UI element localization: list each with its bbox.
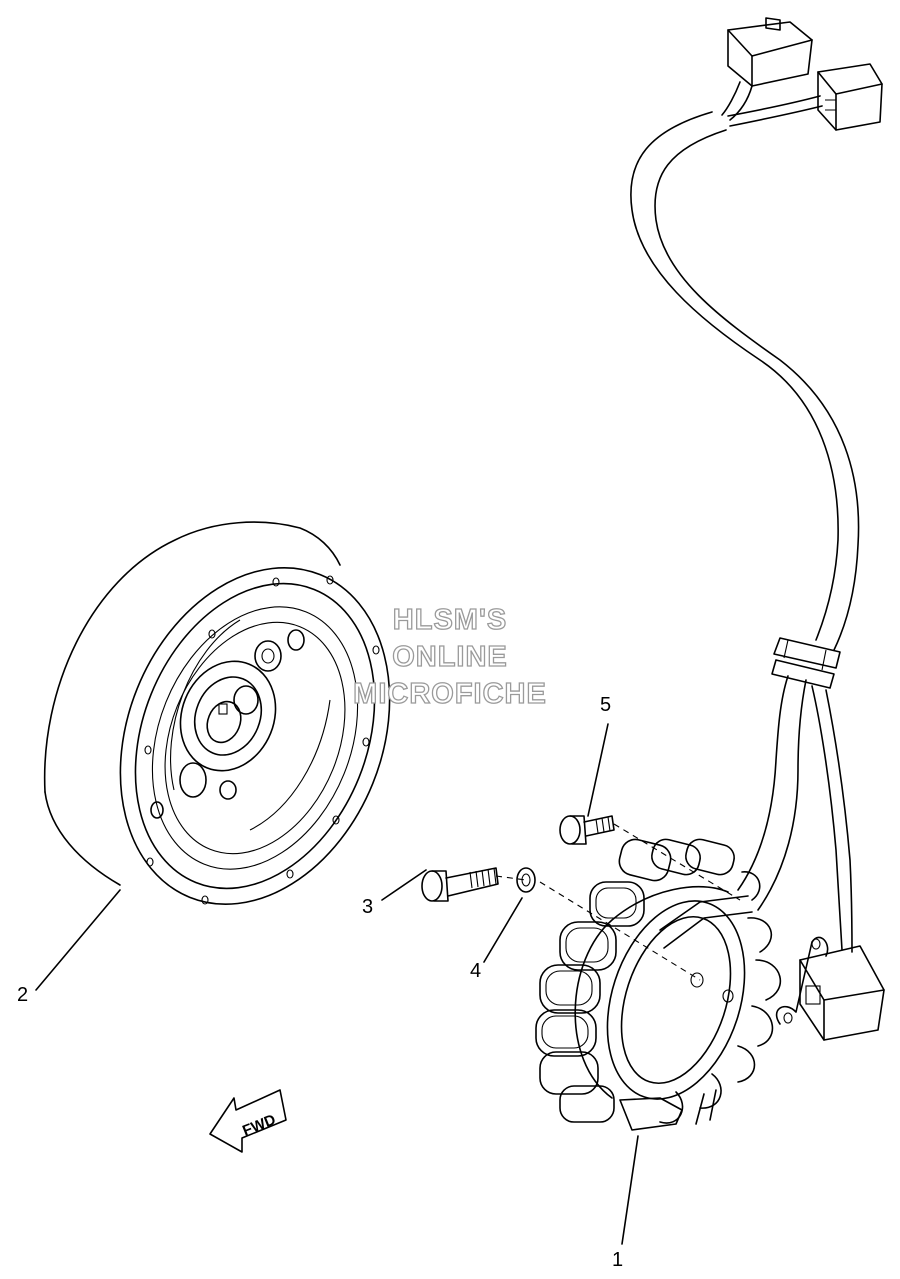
grommet [771, 637, 841, 689]
watermark-line-3: MICROFICHE [353, 678, 547, 710]
bolt-5 [559, 815, 615, 845]
fwd-label: FWD [240, 1111, 278, 1140]
watermark: HLSM'S ONLINE MICROFICHE [353, 603, 547, 710]
leader-lines [35, 723, 639, 1245]
washer-4 [516, 867, 536, 893]
fwd-arrow-icon: FWD [209, 1089, 287, 1153]
callout-5: 5 [600, 694, 611, 716]
flywheel-rotor [43, 521, 391, 905]
assembly-centerlines [495, 823, 741, 981]
connector-upper [727, 17, 813, 87]
watermark-line-1: HLSM'S [393, 604, 507, 636]
callout-2: 2 [17, 984, 28, 1006]
callout-1: 1 [612, 1249, 623, 1271]
pickup-coil [775, 936, 885, 1041]
callout-3: 3 [362, 896, 373, 918]
connector-lower [817, 63, 883, 131]
watermark-line-2: ONLINE [392, 641, 508, 673]
bolt-3 [421, 867, 499, 902]
stator-assembly [535, 838, 782, 1131]
wire-harness [630, 17, 885, 1041]
callout-4: 4 [470, 960, 481, 982]
